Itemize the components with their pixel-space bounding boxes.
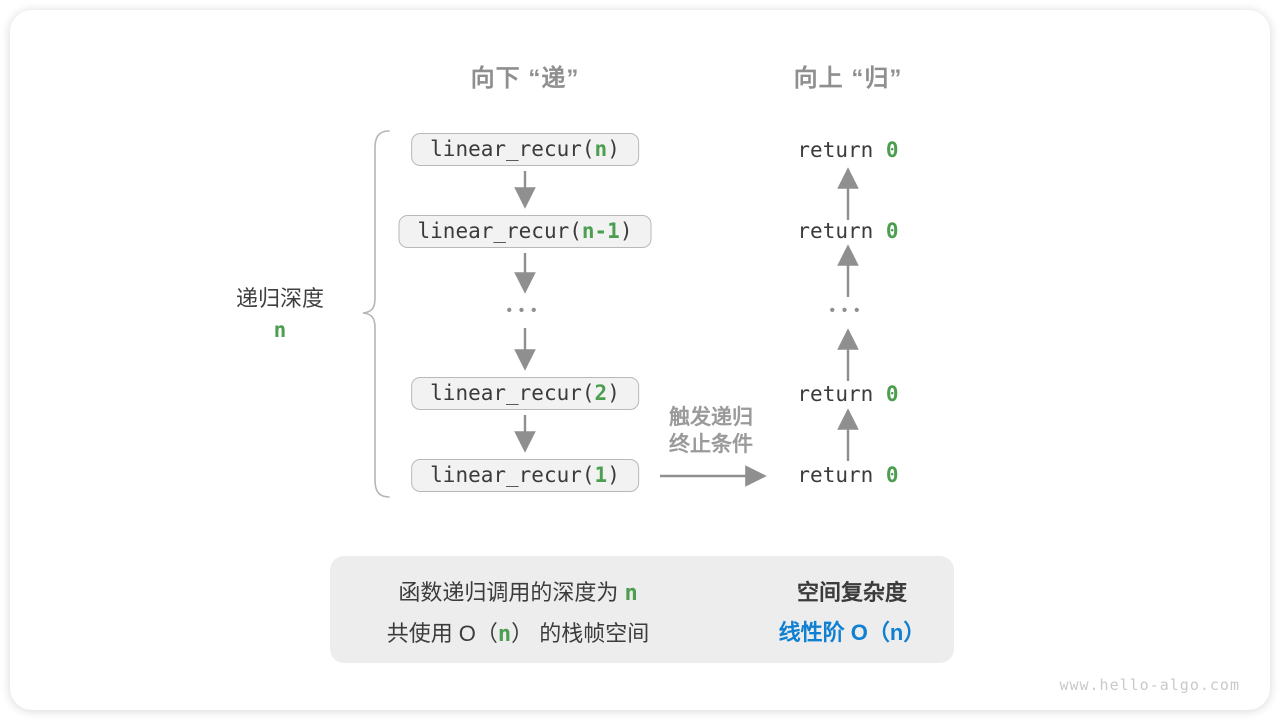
stack-box-1: linear_recur(1)	[411, 459, 639, 492]
stack-ellipsis: •••	[506, 302, 544, 319]
box-arg: n	[594, 137, 608, 161]
summary-left-line1: 函数递归调用的深度为 n	[350, 573, 686, 614]
summary-text: 共使用 O（	[386, 621, 498, 646]
return-value: 0	[885, 463, 899, 487]
stack-box-n: linear_recur(n)	[411, 133, 639, 166]
summary-text: 函数递归调用的深度为	[398, 580, 625, 605]
depth-label: 递归深度	[235, 286, 325, 311]
box-text: linear_recur(	[430, 463, 595, 487]
return-value: 0	[885, 138, 899, 162]
return-value: 0	[885, 219, 899, 243]
box-text: )	[619, 219, 633, 243]
depth-value: n	[273, 318, 287, 342]
trigger-label: 触发递归 终止条件	[631, 404, 791, 458]
summary-left-text: 函数递归调用的深度为 n 共使用 O（n） 的栈帧空间	[350, 573, 686, 655]
summary-n: n	[497, 622, 512, 647]
header-return-up: 向上 “归”	[793, 65, 903, 92]
watermark: www.hello-algo.com	[1059, 676, 1240, 694]
summary-left-line2: 共使用 O（n） 的栈帧空间	[350, 614, 686, 655]
return-row-1: return 0	[797, 138, 898, 162]
return-row-4: return 0	[797, 463, 898, 487]
box-arg: 1	[594, 463, 608, 487]
box-text: linear_recur(	[417, 219, 582, 243]
return-ellipsis: •••	[829, 302, 867, 319]
box-arg: n-1	[581, 219, 620, 243]
box-text: )	[607, 463, 620, 487]
summary-text: ） 的栈帧空间	[511, 621, 650, 646]
trigger-line1: 触发递归	[669, 406, 753, 429]
stack-box-n-1: linear_recur(n-1)	[398, 215, 652, 248]
box-text: )	[607, 381, 620, 405]
box-text: linear_recur(	[430, 381, 595, 405]
summary-n: n	[624, 581, 638, 606]
box-text: )	[607, 137, 620, 161]
return-text: return	[797, 138, 886, 162]
trigger-line2: 终止条件	[669, 433, 753, 456]
space-complexity-value: 线性阶 O（n）	[778, 620, 926, 645]
return-value: 0	[885, 382, 899, 406]
return-text: return	[797, 463, 886, 487]
return-row-3: return 0	[797, 382, 898, 406]
return-text: return	[797, 219, 886, 243]
summary-panel	[330, 556, 954, 663]
header-recurse-down: 向下 “递”	[470, 65, 580, 92]
summary-right-text: 空间复杂度 线性阶 O（n）	[752, 573, 952, 653]
return-row-2: return 0	[797, 219, 898, 243]
space-complexity-title: 空间复杂度	[796, 580, 907, 605]
stack-box-2: linear_recur(2)	[411, 377, 639, 410]
box-arg: 2	[594, 381, 608, 405]
box-text: linear_recur(	[430, 137, 595, 161]
return-text: return	[797, 382, 886, 406]
